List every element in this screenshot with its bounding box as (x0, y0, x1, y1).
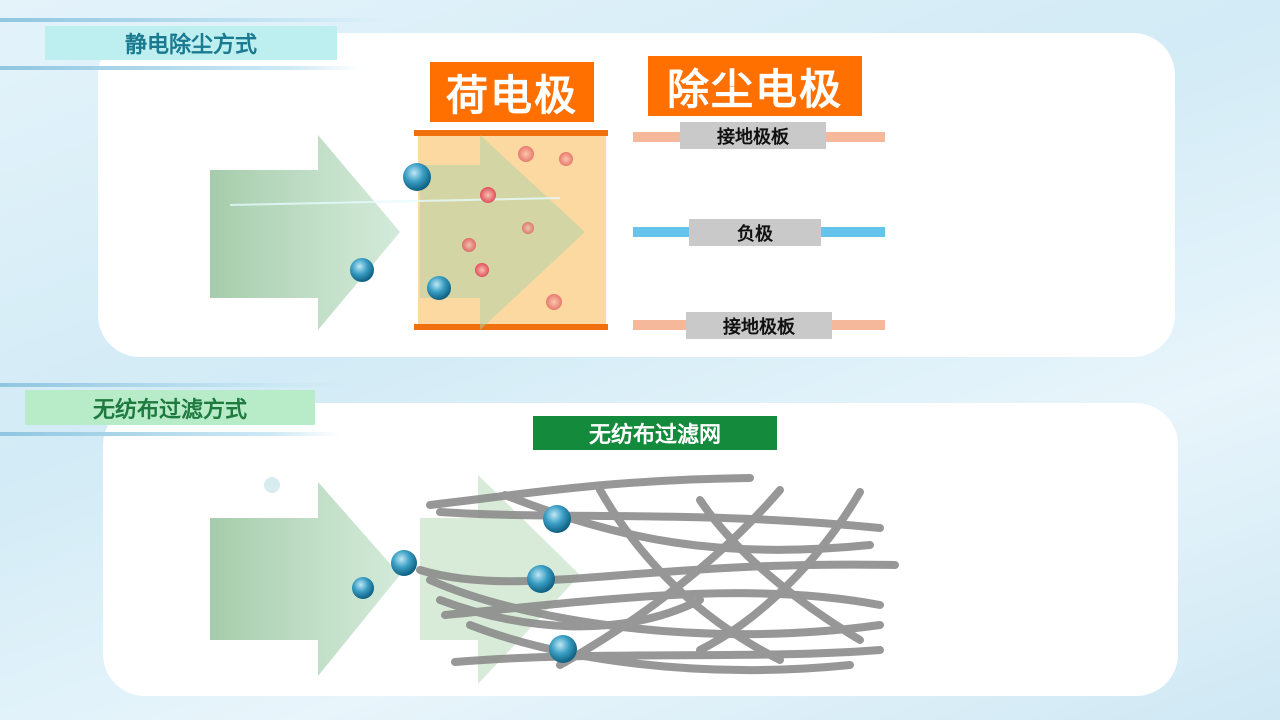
dust-particles (264, 477, 577, 663)
charging-electrode-label: 荷电极 (430, 62, 594, 122)
ground-plate-label-top: 接地极板 (680, 122, 826, 149)
dust-particles (350, 163, 451, 300)
ground-plate-label-bottom: 接地极板 (686, 312, 832, 339)
nonwoven-filter-label: 无纺布过滤网 (533, 416, 777, 450)
airflow-arrow (210, 482, 400, 676)
charging-plate-top (414, 130, 608, 136)
section-title-electrostatic: 静电除尘方式 (45, 26, 337, 60)
charged-particles (462, 146, 573, 310)
charging-plate-bottom (414, 324, 608, 330)
airflow-arrow (210, 135, 400, 330)
title-stripe (0, 66, 360, 70)
airflow-arrow (420, 135, 585, 330)
collecting-electrode-label: 除尘电极 (648, 56, 862, 116)
title-stripe (0, 18, 390, 22)
title-stripe (0, 383, 360, 387)
section-title-nonwoven: 无纺布过滤方式 (25, 390, 315, 425)
negative-electrode-label: 负极 (689, 219, 821, 246)
title-stripe (0, 432, 340, 436)
